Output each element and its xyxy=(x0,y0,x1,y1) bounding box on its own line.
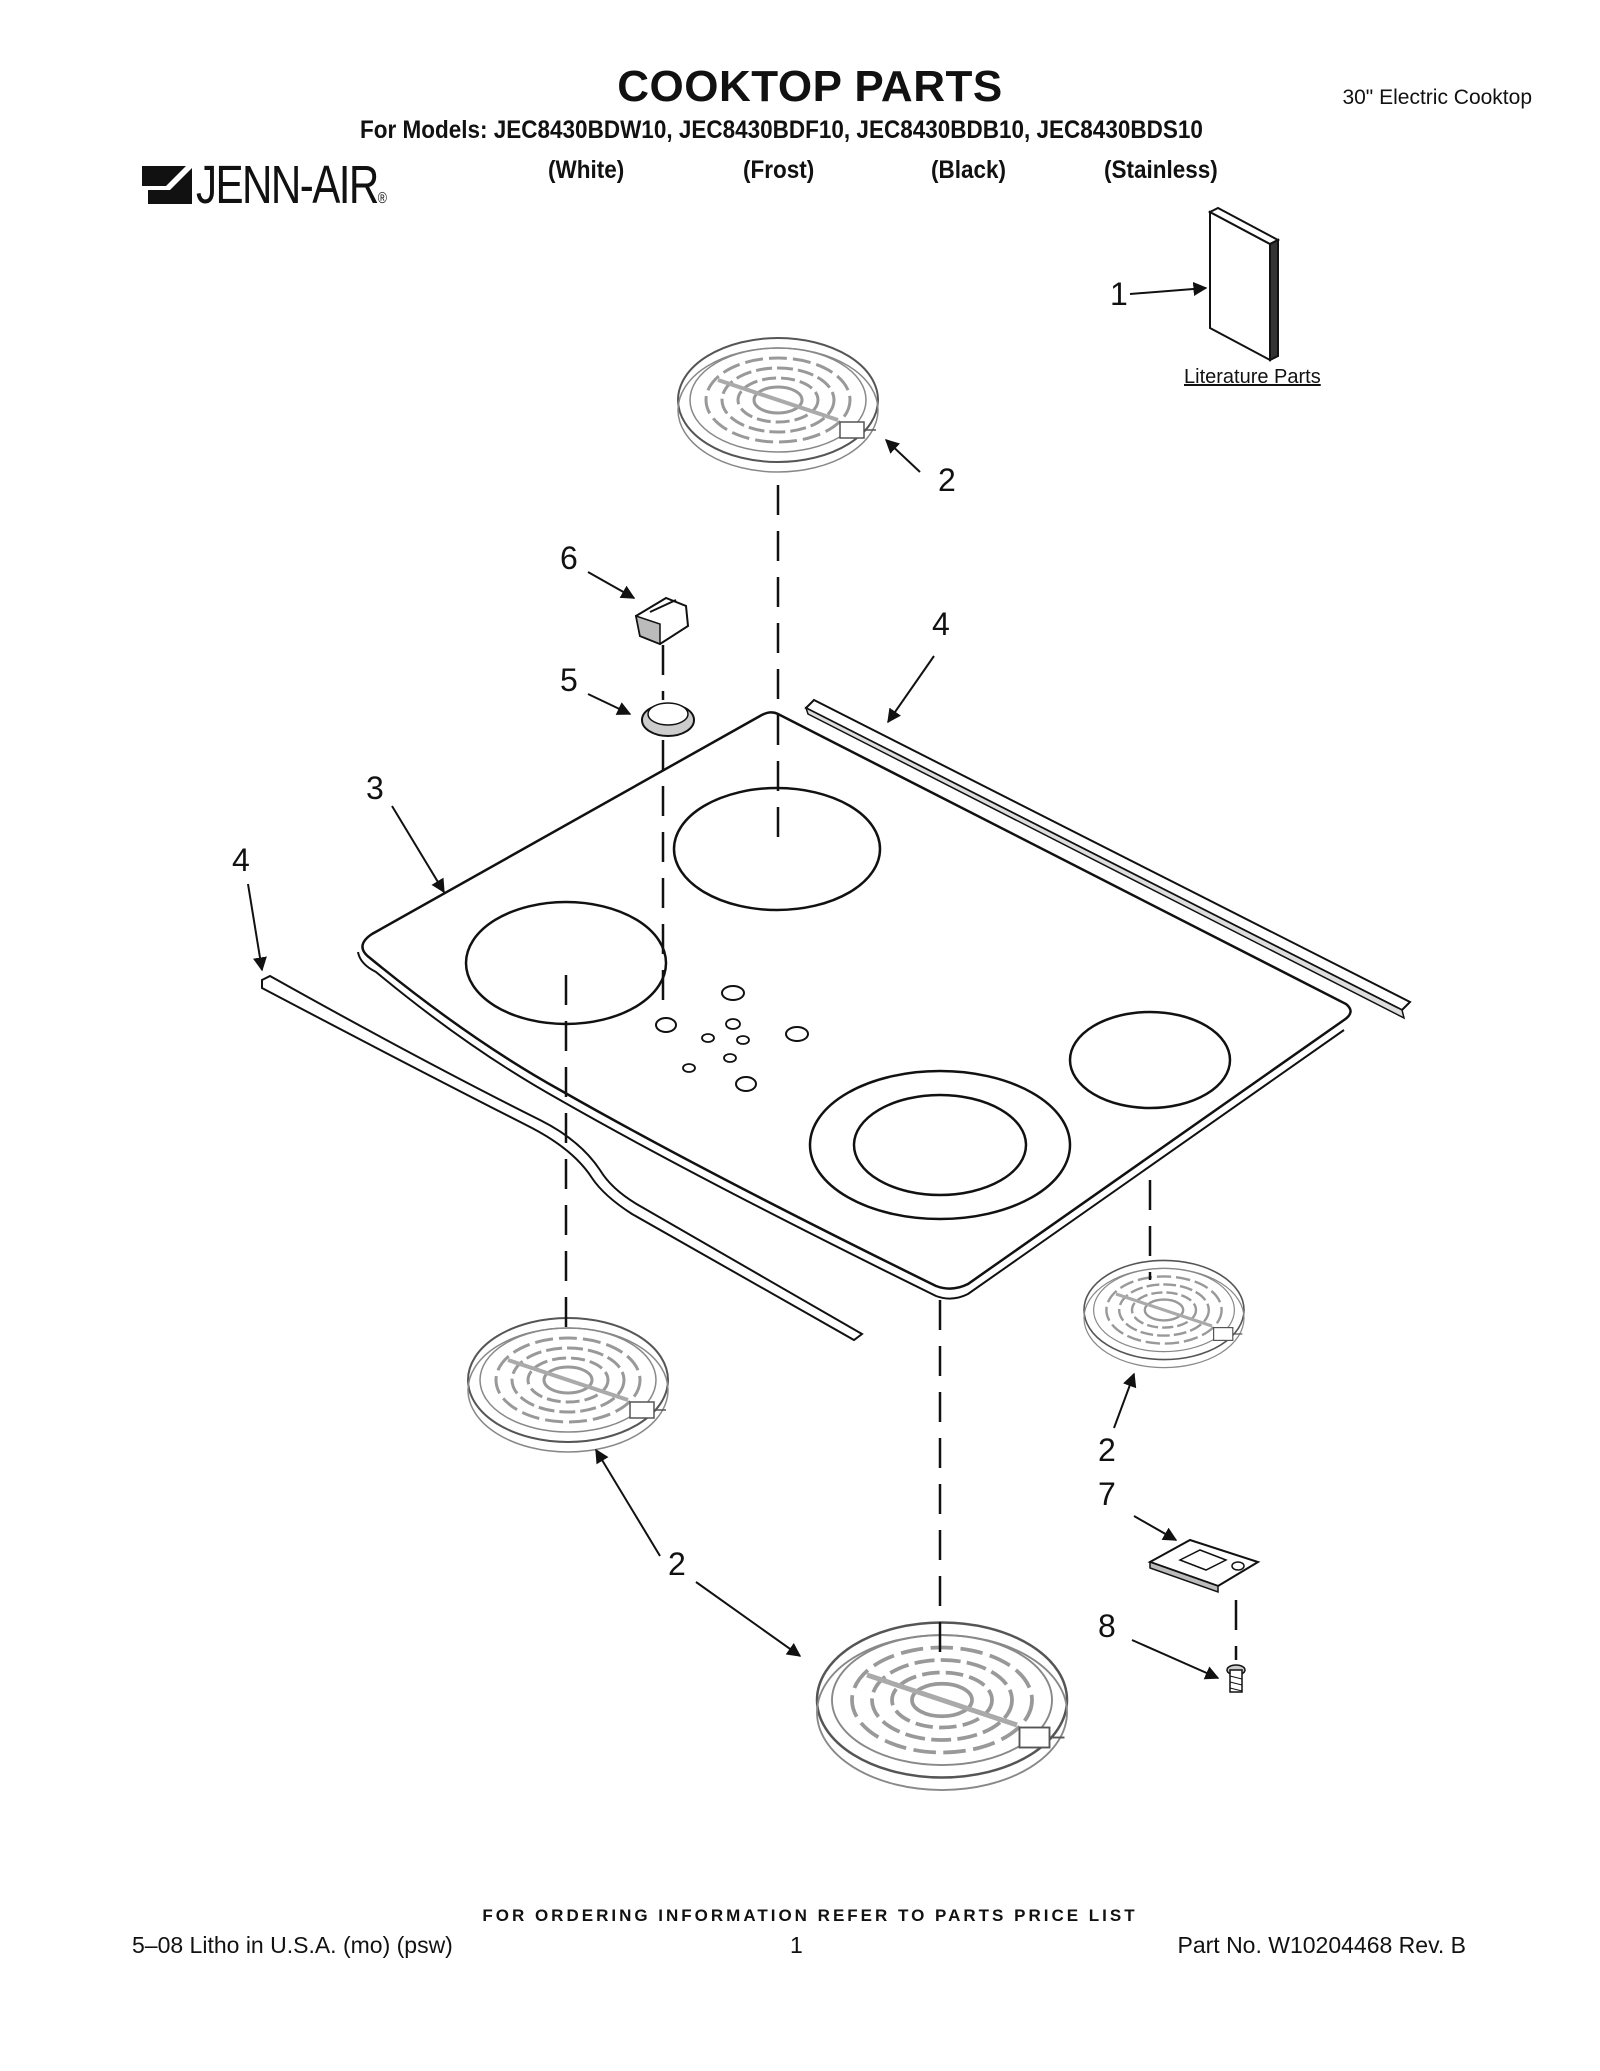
color-stainless: (Stainless) xyxy=(1104,156,1218,184)
color-white: (White) xyxy=(548,156,625,184)
surface-element-bottom xyxy=(817,1623,1067,1791)
callout-5: 5 xyxy=(560,662,578,698)
brand-name: JENN-AIR® xyxy=(196,154,387,216)
ordering-note: FOR ORDERING INFORMATION REFER TO PARTS … xyxy=(482,1906,1138,1925)
product-subtitle: 30" Electric Cooktop xyxy=(1342,86,1532,109)
color-black: (Black) xyxy=(931,156,1007,184)
brand-logo-icon xyxy=(142,166,192,204)
callout-4-right: 4 xyxy=(932,606,950,642)
page-title: COOKTOP PARTS xyxy=(617,62,1003,111)
mounting-screw xyxy=(1226,1664,1246,1693)
callout-1: 1 xyxy=(1110,276,1128,312)
trim-strip-left xyxy=(261,974,864,1342)
literature-parts-label: Literature Parts xyxy=(1184,366,1321,388)
surface-element-top xyxy=(676,336,880,474)
trim-strip-right xyxy=(804,698,1412,1020)
assembly-lines xyxy=(564,485,1238,1660)
brand-wordmark: JENN-AIR xyxy=(196,155,379,215)
callout-7: 7 xyxy=(1098,1476,1116,1512)
callout-leaders xyxy=(247,439,1220,1680)
callout-3: 3 xyxy=(366,770,384,806)
callout-2-right: 2 xyxy=(1098,1432,1116,1468)
callout-4-left: 4 xyxy=(232,842,250,878)
control-knob xyxy=(634,596,690,646)
callout-8: 8 xyxy=(1098,1608,1116,1644)
models-line: For Models: JEC8430BDW10, JEC8430BDF10, … xyxy=(360,116,1203,144)
cooktop-glass xyxy=(357,711,1352,1300)
callout-2-left: 2 xyxy=(668,1546,686,1582)
callout-6: 6 xyxy=(560,540,578,576)
brand-registered-mark: ® xyxy=(377,190,387,207)
page-number: 1 xyxy=(790,1932,803,1958)
callout-2-top: 2 xyxy=(938,462,956,498)
part-number: Part No. W10204468 Rev. B xyxy=(1177,1932,1467,1958)
surface-element-right xyxy=(1082,1258,1246,1370)
surface-element-left xyxy=(466,1316,670,1454)
literature-part xyxy=(1207,206,1281,362)
print-info: 5–08 Litho in U.S.A. (mo) (psw) xyxy=(132,1932,453,1958)
element-bracket xyxy=(1147,1538,1261,1594)
knob-seal xyxy=(641,702,695,737)
color-frost: (Frost) xyxy=(743,156,815,184)
